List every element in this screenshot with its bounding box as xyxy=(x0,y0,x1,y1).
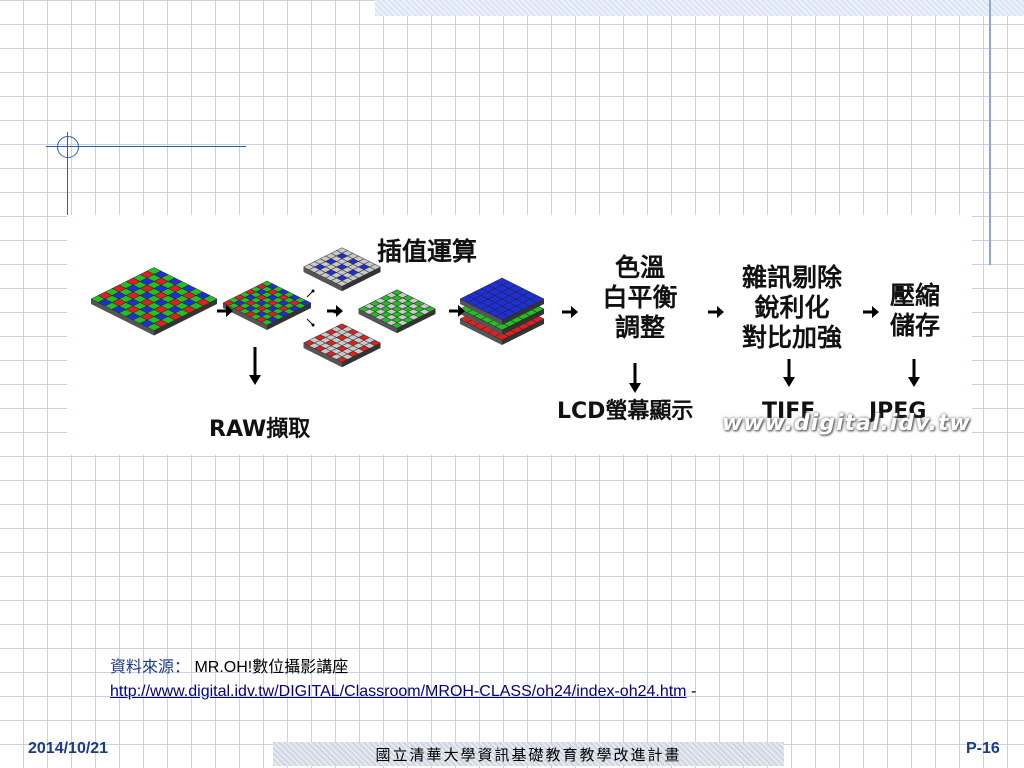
step-noise-label: 雜訊剔除 銳利化 對比加強 xyxy=(727,263,857,353)
sensor-cell xyxy=(494,322,510,331)
arrow-right xyxy=(708,306,724,318)
green-channel-grid xyxy=(357,289,437,334)
compress-line-1: 壓縮 xyxy=(889,281,940,310)
arrow-down xyxy=(908,359,920,387)
output-raw-label: RAW擷取 xyxy=(209,417,311,442)
arrow-right xyxy=(449,305,465,317)
sensor-cell xyxy=(494,332,510,341)
arrow-right xyxy=(562,306,578,318)
source-title: MR.OH!數位攝影講座 xyxy=(194,659,349,676)
footer-page-number: P-16 xyxy=(966,740,1000,757)
source-label: 資料來源： xyxy=(110,659,191,676)
blue-channel-grid xyxy=(302,247,382,292)
pipeline-graphic xyxy=(90,247,920,393)
source-citation: 資料來源： MR.OH!數位攝影講座 http://www.digital.id… xyxy=(110,656,696,704)
camera-pipeline-diagram: 插值運算 色溫 白平衡 調整 雜訊剔除 銳利化 對比加強 壓縮 儲存 RAW擷取… xyxy=(67,215,972,455)
output-jpeg-label: JPEG xyxy=(869,399,927,424)
arrow-diagonal xyxy=(306,289,315,298)
footer-organization: 國立清華大學資訊基礎教育教學改進計畫 xyxy=(273,742,784,766)
right-decoration-line xyxy=(989,0,991,265)
left-decoration-circle xyxy=(57,136,79,158)
noise-line-1: 雜訊剔除 xyxy=(741,263,842,292)
arrow-diagonal xyxy=(306,318,315,327)
arrow-right xyxy=(217,305,233,317)
color-adjust-line-3: 調整 xyxy=(614,313,665,342)
color-adjust-line-2: 白平衡 xyxy=(602,283,678,312)
step-color-adjust-label: 色溫 白平衡 調整 xyxy=(592,253,688,343)
source-trailing: - xyxy=(690,683,697,700)
color-adjust-line-1: 色溫 xyxy=(614,253,665,282)
sensor-cell xyxy=(390,322,404,329)
arrow-down xyxy=(783,359,795,387)
bayer-grid-large xyxy=(90,267,218,336)
noise-line-2: 銳利化 xyxy=(754,293,830,322)
compress-line-2: 儲存 xyxy=(889,311,940,340)
arrow-down xyxy=(629,363,641,393)
sensor-cell xyxy=(260,319,274,326)
step-interpolation-label: 插值運算 xyxy=(377,237,478,266)
footer-date: 2014/10/21 xyxy=(28,740,109,757)
left-decoration-hline xyxy=(46,146,246,147)
bayer-grid-small xyxy=(222,280,312,330)
noise-line-3: 對比加強 xyxy=(741,323,842,352)
watermark: www.digital.idv.tw xyxy=(722,411,971,436)
sensor-cell xyxy=(146,323,162,331)
top-decoration-band xyxy=(375,0,1024,16)
arrow-right xyxy=(863,306,879,318)
rgb-stack-blue xyxy=(459,277,545,325)
sensor-cell xyxy=(335,356,349,363)
sensor-cell xyxy=(335,280,349,287)
sensor-cell xyxy=(494,312,510,321)
arrow-down xyxy=(249,347,261,385)
arrow-diagonal xyxy=(329,310,337,314)
step-compress-label: 壓縮 儲存 xyxy=(879,281,951,341)
output-tiff-label: TIFF xyxy=(762,399,816,424)
source-link[interactable]: http://www.digital.idv.tw/DIGITAL/Classr… xyxy=(110,683,687,700)
output-lcd-label: LCD螢幕顯示 xyxy=(557,399,694,424)
red-channel-grid xyxy=(302,323,382,368)
